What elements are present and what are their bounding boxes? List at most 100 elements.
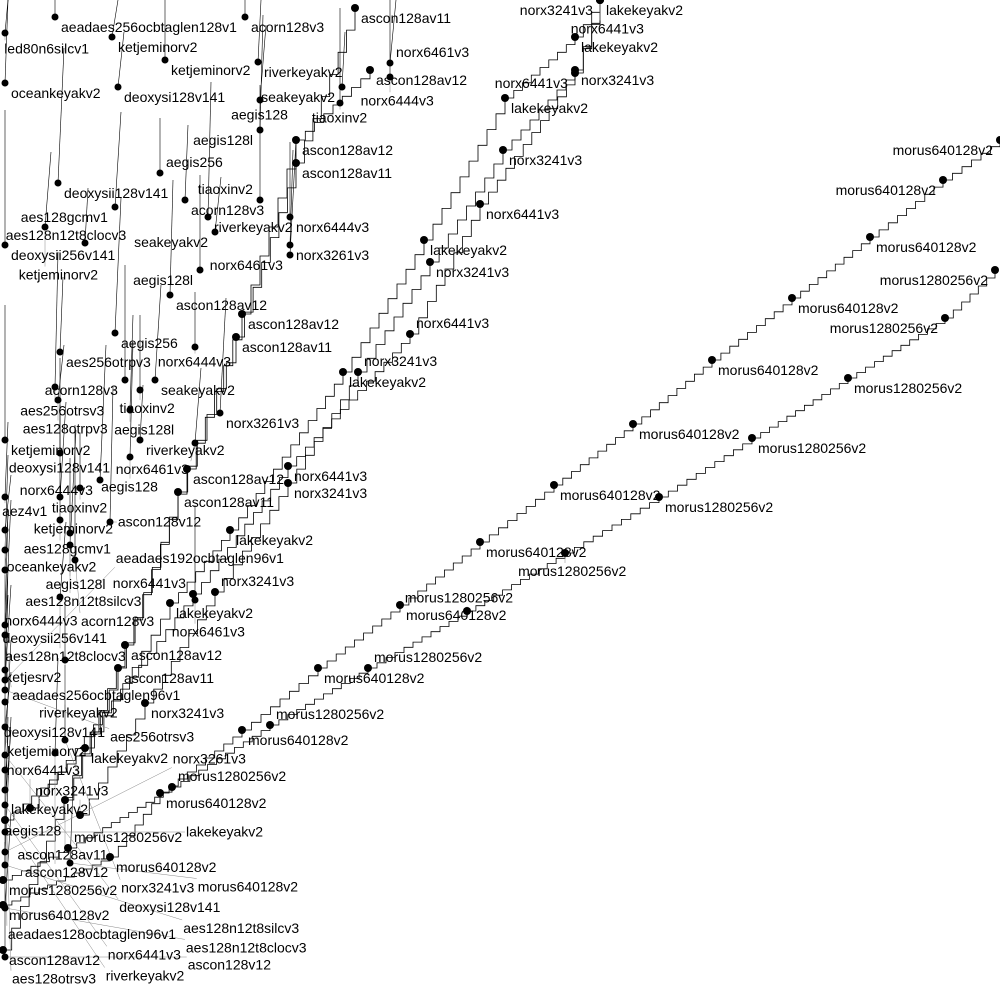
data-label-morus1280256v2: morus1280256v2 — [854, 380, 962, 396]
data-point-morus640128v2 — [238, 726, 246, 734]
annotation-point — [1, 953, 9, 961]
annotation-label: ascon128av12 — [176, 297, 267, 313]
series-line-norx6441v3 — [30, 0, 601, 809]
annotation-point — [254, 58, 262, 66]
annotation-point — [151, 376, 159, 384]
data-point-morus640128v2 — [550, 481, 558, 489]
label-leader-line — [4, 567, 116, 681]
annotation-label: seakeyakv2 — [161, 382, 235, 398]
data-label-morus1280256v2: morus1280256v2 — [276, 706, 384, 722]
annotation-trace — [114, 197, 122, 334]
annotation-point — [386, 73, 394, 81]
label-leader-line — [4, 864, 183, 921]
annotation-point — [121, 376, 129, 384]
data-point-lakekeyakv2 — [420, 236, 428, 244]
annotation-point — [56, 449, 64, 457]
data-label-lakekeyakv2: lakekeyakv2 — [581, 39, 658, 55]
annotation-trace — [4, 812, 12, 909]
annotation-label: norx3261v3 — [173, 751, 246, 767]
label-leader-line — [4, 726, 8, 926]
annotation-label: aeadaes256ocbtaglen128v1 — [61, 19, 237, 35]
data-point-lakekeyakv2 — [166, 599, 174, 607]
annotation-label: ketjeminorv2 — [19, 267, 99, 283]
data-label-ascon128av11: ascon128av11 — [361, 10, 451, 26]
data-label-ascon128av11: ascon128av11 — [18, 847, 108, 863]
annotation-label: ketjeminorv2 — [7, 743, 87, 759]
data-label-norx6441v3: norx6441v3 — [571, 21, 644, 37]
data-label-morus1280256v2: morus1280256v2 — [758, 440, 866, 456]
annotation-label: norx6461v3 — [116, 461, 189, 477]
annotation-label: aegis128 — [5, 823, 62, 839]
annotation-label: norx6461v3 — [396, 44, 469, 60]
data-label-norx3241v3: norx3241v3 — [151, 705, 224, 721]
data-label-morus1280256v2: morus1280256v2 — [74, 829, 182, 845]
series-line-norx3241v3 — [80, 0, 601, 816]
annotation-trace — [207, 81, 212, 218]
annotation-point — [161, 56, 169, 64]
annotation-label: aes128otrsv3 — [12, 971, 96, 987]
annotation-label: led80n6silcv1 — [4, 40, 89, 56]
data-label-norx3241v3: norx3241v3 — [35, 783, 108, 799]
data-point-norx6441v3 — [284, 462, 292, 470]
annotation-label: norx3261v3 — [226, 415, 299, 431]
annotation-label: acorn128v3 — [191, 202, 264, 218]
annotation-trace — [219, 297, 227, 414]
annotation-label: norx3241v3 — [121, 880, 194, 896]
data-point-morus1280256v2 — [364, 664, 372, 672]
data-label-ascon128av12: ascon128av12 — [248, 316, 339, 332]
data-label-norx6441v3: norx6441v3 — [486, 206, 559, 222]
annotation-point — [54, 396, 62, 404]
annotation-point — [1, 493, 9, 501]
series-line-morus1280256v2 — [3, 270, 996, 881]
annotation-label: aes128n12t8clocv3 — [186, 939, 307, 955]
label-leader-line — [4, 529, 7, 559]
data-label-morus640128v2: morus640128v2 — [639, 426, 740, 442]
data-label-morus1280256v2: morus1280256v2 — [9, 882, 117, 898]
data-label-norx6441v3: norx6441v3 — [495, 75, 568, 91]
data-point-norx3241v3 — [76, 811, 84, 819]
annotation-point — [56, 348, 64, 356]
annotation-point — [71, 556, 79, 564]
annotation-point — [1, 526, 9, 534]
data-label-ascon128av12: ascon128av12 — [131, 647, 222, 663]
data-point-morus640128v2 — [396, 601, 404, 609]
annotation-label: norx6444v3 — [4, 613, 77, 629]
annotation-label: aes128gcmv1 — [21, 209, 108, 225]
annotation-label: riverkeyakv2 — [39, 705, 118, 721]
annotation-trace — [341, 31, 346, 88]
annotation-point — [56, 493, 64, 501]
data-label-ascon128av12: ascon128av12 — [376, 72, 467, 88]
annotation-trace — [214, 176, 222, 233]
annotation-trace — [114, 111, 122, 208]
annotation-point — [1, 861, 9, 869]
data-label-lakekeyakv2: lakekeyakv2 — [11, 801, 88, 817]
data-label-norx3241v3: norx3241v3 — [436, 264, 509, 280]
annotation-label: norx6444v3 — [158, 354, 231, 370]
annotation-point — [1, 904, 9, 912]
annotation-trace — [111, 0, 119, 38]
annotation-point — [1, 29, 9, 37]
data-point-morus1280256v2 — [0, 876, 7, 884]
annotation-trace — [59, 521, 67, 598]
annotation-label: aeadaes256ocbtaglen96v1 — [12, 687, 180, 703]
label-leader-line — [4, 634, 12, 688]
data-point-ascon128av11 — [174, 488, 182, 496]
data-label-lakekeyakv2: lakekeyakv2 — [349, 374, 426, 390]
annotation-label: ascon128v12 — [118, 514, 202, 530]
data-label-norx6441v3: norx6441v3 — [7, 762, 80, 778]
data-label-morus1280256v2: morus1280256v2 — [518, 563, 626, 579]
annotation-label: riverkeyakv2 — [106, 968, 185, 984]
annotation-label: ascon128v12 — [25, 864, 109, 880]
annotation-label: deoxysii256v141 — [11, 247, 116, 263]
data-point-lakekeyakv2 — [501, 94, 509, 102]
data-point-morus1280256v2 — [463, 607, 471, 615]
series-labels: morus640128v2morus640128v2morus640128v2m… — [2, 2, 993, 987]
data-point-morus1280256v2 — [941, 314, 949, 322]
annotation-point — [136, 386, 144, 394]
data-label-morus640128v2: morus640128v2 — [406, 607, 507, 623]
data-point-norx6441v3 — [476, 200, 484, 208]
data-label-morus1280256v2: morus1280256v2 — [374, 649, 482, 665]
annotation-label: ketjeminorv2 — [34, 521, 114, 537]
annotation-point — [61, 656, 69, 664]
